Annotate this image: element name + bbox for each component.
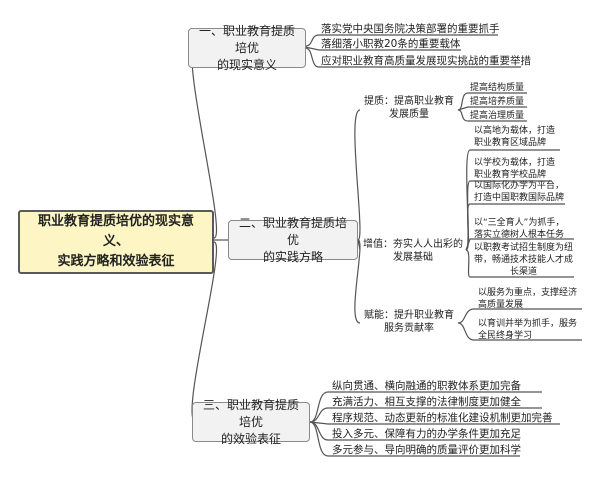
root-topic-line1: 职业教育提质培优的现实意义、 xyxy=(37,214,194,249)
significance-item-3: 应对职业教育高质量发展现实挑战的重要举措 xyxy=(321,55,531,67)
quality-item-2: 提高培养质量 xyxy=(470,97,525,107)
indicator-item-4: 投入多元、保障有力的办学条件更加充足 xyxy=(332,428,521,440)
branch-significance-line2: 的现实意义 xyxy=(216,57,277,72)
quality-item-1: 提高结构质量 xyxy=(470,83,525,93)
empower-item-1-line1: 以服务为重点，支撑经济 xyxy=(478,288,578,298)
increase-item-3: 以国际化办学为平台， 打造中国职教国际品牌 xyxy=(474,180,564,204)
subtopic-quality-line1: 提质：提高职业教育 xyxy=(364,96,454,107)
increase-item-5-line2: 带，畅通技术技能人才成 xyxy=(474,255,574,265)
subtopic-quality-line2: 发展质量 xyxy=(389,109,429,120)
branch-significance: 一、职业教育提质培优 的现实意义 xyxy=(188,24,306,72)
indicator-item-2: 充满活力、相互支撑的法律制度更加健全 xyxy=(332,396,521,408)
increase-item-5-line3: 长渠道 xyxy=(510,267,538,277)
increase-item-3-line2: 打造中国职教国际品牌 xyxy=(474,193,565,203)
subtopic-quality: 提质：提高职业教育 发展质量 xyxy=(360,95,458,121)
increase-item-2-line1: 以学校为载体，打造 xyxy=(474,158,556,168)
branch-indicators-line1: 三、职业教育提质培优 xyxy=(202,397,299,429)
increase-item-2: 以学校为载体，打造 职业教育学校品牌 xyxy=(474,157,555,181)
increase-item-5-line1: 以职教考试招生制度为纽 xyxy=(474,243,574,253)
empower-item-1-line2: 高质量发展 xyxy=(478,300,524,310)
increase-item-4: 以“三全育人”为抓手， 落实立德树人根本任务 xyxy=(474,217,564,241)
root-topic-line2: 实践方略和效验表征 xyxy=(57,254,175,269)
branch-strategy-line1: 二、职业教育提质培优 xyxy=(238,215,347,247)
empower-item-2: 以育训并举为抓手，服务 全民终身学习 xyxy=(478,318,577,342)
increase-item-1-line2: 职业教育区域品牌 xyxy=(474,138,547,148)
branch-significance-line1: 一、职业教育提质培优 xyxy=(198,23,295,55)
empower-item-1: 以服务为重点，支撑经济 高质量发展 xyxy=(478,287,577,311)
increase-item-3-line1: 以国际化办学为平台， xyxy=(474,181,565,191)
significance-item-1: 落实党中央国务院决策部署的重要抓手 xyxy=(321,23,500,35)
subtopic-increase-line1: 增值：夯实人人出彩的 xyxy=(363,239,463,250)
increase-item-4-line1: 以“三全育人”为抓手， xyxy=(474,218,565,228)
branch-indicators: 三、职业教育提质培优 的效验表征 xyxy=(192,398,310,446)
branch-indicators-line2: 的效验表征 xyxy=(220,431,281,446)
root-topic: 职业教育提质培优的现实意义、 实践方略和效验表征 xyxy=(18,210,214,274)
increase-item-1: 以高地为载体，打造 职业教育区域品牌 xyxy=(474,125,555,149)
empower-item-2-line1: 以育训并举为抓手，服务 xyxy=(478,319,578,329)
subtopic-increase: 增值：夯实人人出彩的 发展基础 xyxy=(360,238,466,264)
increase-item-4-line2: 落实立德树人根本任务 xyxy=(474,230,565,240)
subtopic-empower: 赋能：提升职业教育 服务贡献率 xyxy=(360,309,458,335)
indicator-item-1: 纵向贯通、横向融通的职教体系更加完备 xyxy=(332,380,521,392)
branch-strategy-line2: 的实践方略 xyxy=(262,249,323,264)
branch-strategy: 二、职业教育提质培优 的实践方略 xyxy=(228,216,358,264)
empower-item-2-line2: 全民终身学习 xyxy=(478,331,533,341)
quality-item-3: 提高治理质量 xyxy=(470,111,525,121)
subtopic-empower-line1: 赋能：提升职业教育 xyxy=(364,310,454,321)
increase-item-2-line2: 职业教育学校品牌 xyxy=(474,170,547,180)
subtopic-increase-line2: 发展基础 xyxy=(393,252,433,263)
increase-item-5: 以职教考试招生制度为纽 带，畅通技术技能人才成 长渠道 xyxy=(474,242,573,278)
indicator-item-5: 多元参与、导向明确的质量评价更加科学 xyxy=(332,444,521,456)
subtopic-empower-line2: 服务贡献率 xyxy=(384,323,434,334)
significance-item-2: 落细落小职教20条的重要载体 xyxy=(321,38,461,50)
indicator-item-3: 程序规范、动态更新的标准化建设机制更加完善 xyxy=(332,412,553,424)
increase-item-1-line1: 以高地为载体，打造 xyxy=(474,126,556,136)
